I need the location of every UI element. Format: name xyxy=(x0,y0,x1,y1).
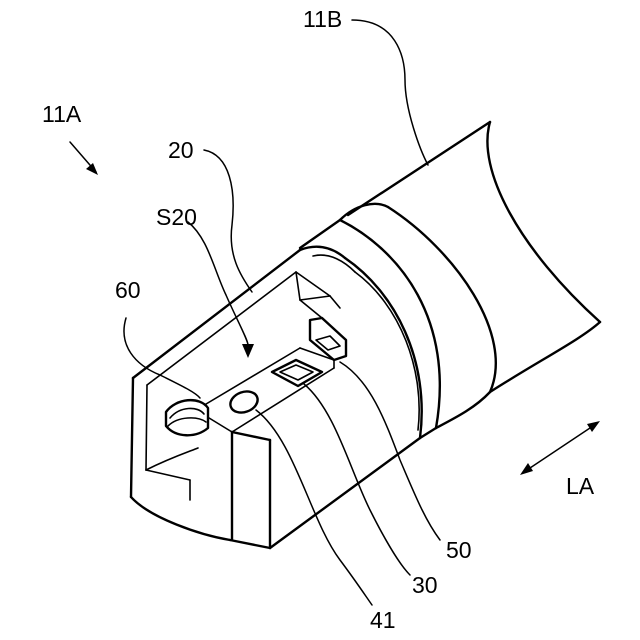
shaft-tube xyxy=(348,122,600,392)
label-60: 60 xyxy=(115,277,141,303)
arrow-head-icon xyxy=(587,421,600,432)
head-housing xyxy=(131,247,422,548)
label-la: LA xyxy=(566,473,595,499)
label-s20: S20 xyxy=(156,204,197,230)
arrow-head-icon xyxy=(86,163,98,175)
arrow-head-icon xyxy=(520,463,533,475)
light-guide xyxy=(166,400,208,435)
label-30: 30 xyxy=(412,572,438,598)
label-11b: 11B xyxy=(303,6,342,32)
direction-arrows xyxy=(70,142,600,475)
label-41: 41 xyxy=(370,607,396,633)
connection-sleeve xyxy=(300,204,496,438)
label-50: 50 xyxy=(446,537,472,563)
label-11a: 11A xyxy=(42,101,82,127)
label-20: 20 xyxy=(168,137,194,163)
arrow-head-icon xyxy=(242,344,254,358)
